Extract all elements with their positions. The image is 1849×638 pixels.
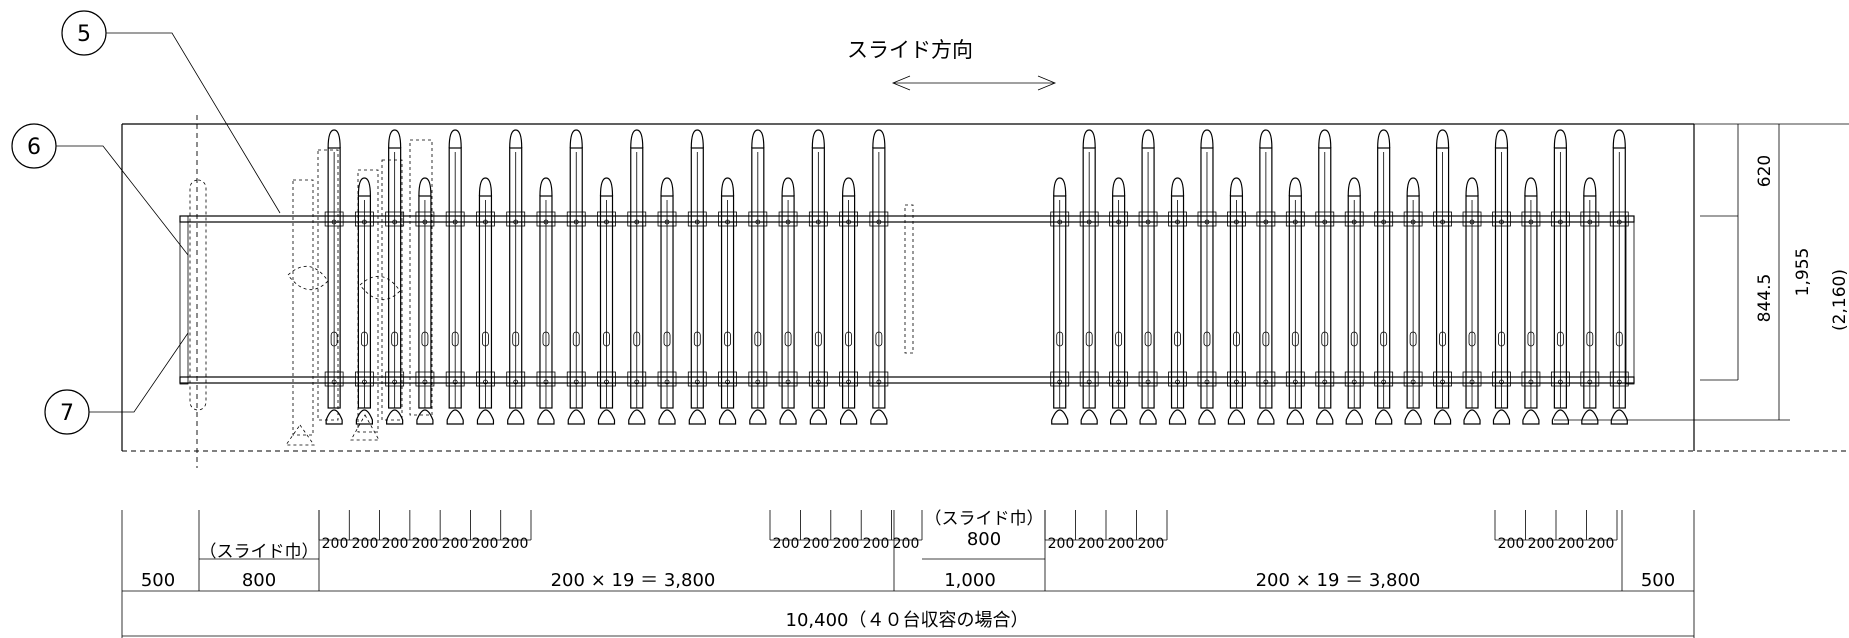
pitch-label: 200 [773, 536, 800, 552]
pitch-label: 200 [1108, 536, 1135, 552]
left-slide-dim: 800 [242, 570, 276, 591]
right-dimension-lines [1554, 123, 1849, 421]
pitch-label: 200 [893, 536, 920, 552]
rack-stand [869, 129, 889, 425]
rack-stand [1197, 129, 1217, 425]
dim-1955: 1,955 [1793, 248, 1813, 297]
rack-stand [627, 129, 647, 425]
rack-stand [1580, 177, 1600, 425]
right-margin-dim: 500 [1641, 570, 1675, 591]
rack-stand [1050, 177, 1070, 425]
rack-stand [687, 129, 707, 425]
rack-stand [597, 177, 616, 425]
callout-6-number: 6 [27, 135, 41, 160]
rack-stand [1138, 129, 1158, 425]
slide-width-label-center: （スライド巾） [925, 509, 1044, 529]
rack-stand [748, 129, 768, 425]
pitch-label: 200 [1528, 536, 1555, 552]
bottom-dimension-lines [121, 510, 1695, 638]
left-span-dim: 200 × 19 ＝ 3,800 [551, 570, 716, 591]
rack-stand [1109, 177, 1129, 425]
dim-2160: (2,160) [1830, 269, 1849, 331]
rack-stand [536, 177, 556, 425]
pitch-label: 200 [833, 536, 860, 552]
callout-7: 7 [44, 332, 189, 435]
rack-stand [839, 177, 859, 425]
pitch-label: 200 [1558, 536, 1585, 552]
pitch-label: 200 [803, 536, 830, 552]
center-slide-dim: 800 [967, 529, 1001, 550]
rack-stand [1462, 177, 1482, 425]
rack-stand [324, 129, 344, 425]
right-span-dim: 200 × 19 ＝ 3,800 [1256, 570, 1421, 591]
pitch-label: 200 [472, 536, 499, 552]
rack-stand [1609, 129, 1629, 425]
rack-stand [385, 129, 405, 425]
pitch-label: 200 [1078, 536, 1105, 552]
rack-stand [808, 129, 828, 425]
rack-stand [1079, 129, 1099, 425]
rack-stand [1168, 177, 1187, 425]
rack-stand [657, 177, 677, 425]
racks-right-group [1050, 129, 1629, 425]
dim-620: 620 [1755, 155, 1775, 187]
pitch-label: 200 [382, 536, 409, 552]
rack-frame [121, 123, 1849, 452]
pitch-label: 200 [502, 536, 529, 552]
rack-stand [1492, 129, 1511, 425]
rack-stand [1315, 129, 1335, 425]
rack-stand [1227, 177, 1246, 425]
pitch-label: 200 [442, 536, 469, 552]
rack-stand [566, 129, 586, 425]
rack-stand [1403, 177, 1423, 425]
pitch-label: 200 [1498, 536, 1525, 552]
rack-stand [1550, 129, 1570, 425]
pitch-label: 200 [412, 536, 439, 552]
slide-width-label-left: （スライド巾） [200, 542, 319, 562]
rack-stand [476, 177, 495, 425]
callout-5: 5 [61, 10, 281, 214]
pitch-label: 200 [352, 536, 379, 552]
rack-stand [778, 177, 798, 425]
pitch-label: 200 [863, 536, 890, 552]
rack-stand [1285, 177, 1305, 425]
left-margin-dim: 500 [141, 570, 175, 591]
rack-stand [354, 177, 374, 425]
rack-stand [506, 129, 526, 425]
slide-direction-label: スライド方向 [847, 38, 973, 62]
rack-stand [1374, 129, 1394, 425]
overall-dimension: 10,400（４０台収容の場合） [786, 610, 1029, 631]
rack-stand [718, 177, 737, 425]
callout-5-number: 5 [77, 22, 91, 47]
pitch-label: 200 [1048, 536, 1075, 552]
callout-6: 6 [11, 123, 189, 256]
rails [179, 215, 1635, 385]
dim-844-5: 844.5 [1755, 274, 1775, 323]
slide-direction-arrow [891, 75, 1057, 91]
rack-stand [1433, 129, 1452, 425]
center-span-dim: 1,000 [944, 570, 996, 591]
callout-7-number: 7 [60, 401, 74, 426]
racks-left-group [324, 129, 889, 425]
pitch-label: 200 [1588, 536, 1615, 552]
pitch-ticks [318, 510, 1618, 540]
rack-stand [415, 177, 435, 425]
rack-stand [1256, 129, 1276, 425]
pitch-label: 200 [1138, 536, 1165, 552]
pitch-label: 200 [322, 536, 349, 552]
rack-stand [445, 129, 465, 425]
rack-stand [1344, 177, 1364, 425]
rack-stand [1521, 177, 1541, 425]
